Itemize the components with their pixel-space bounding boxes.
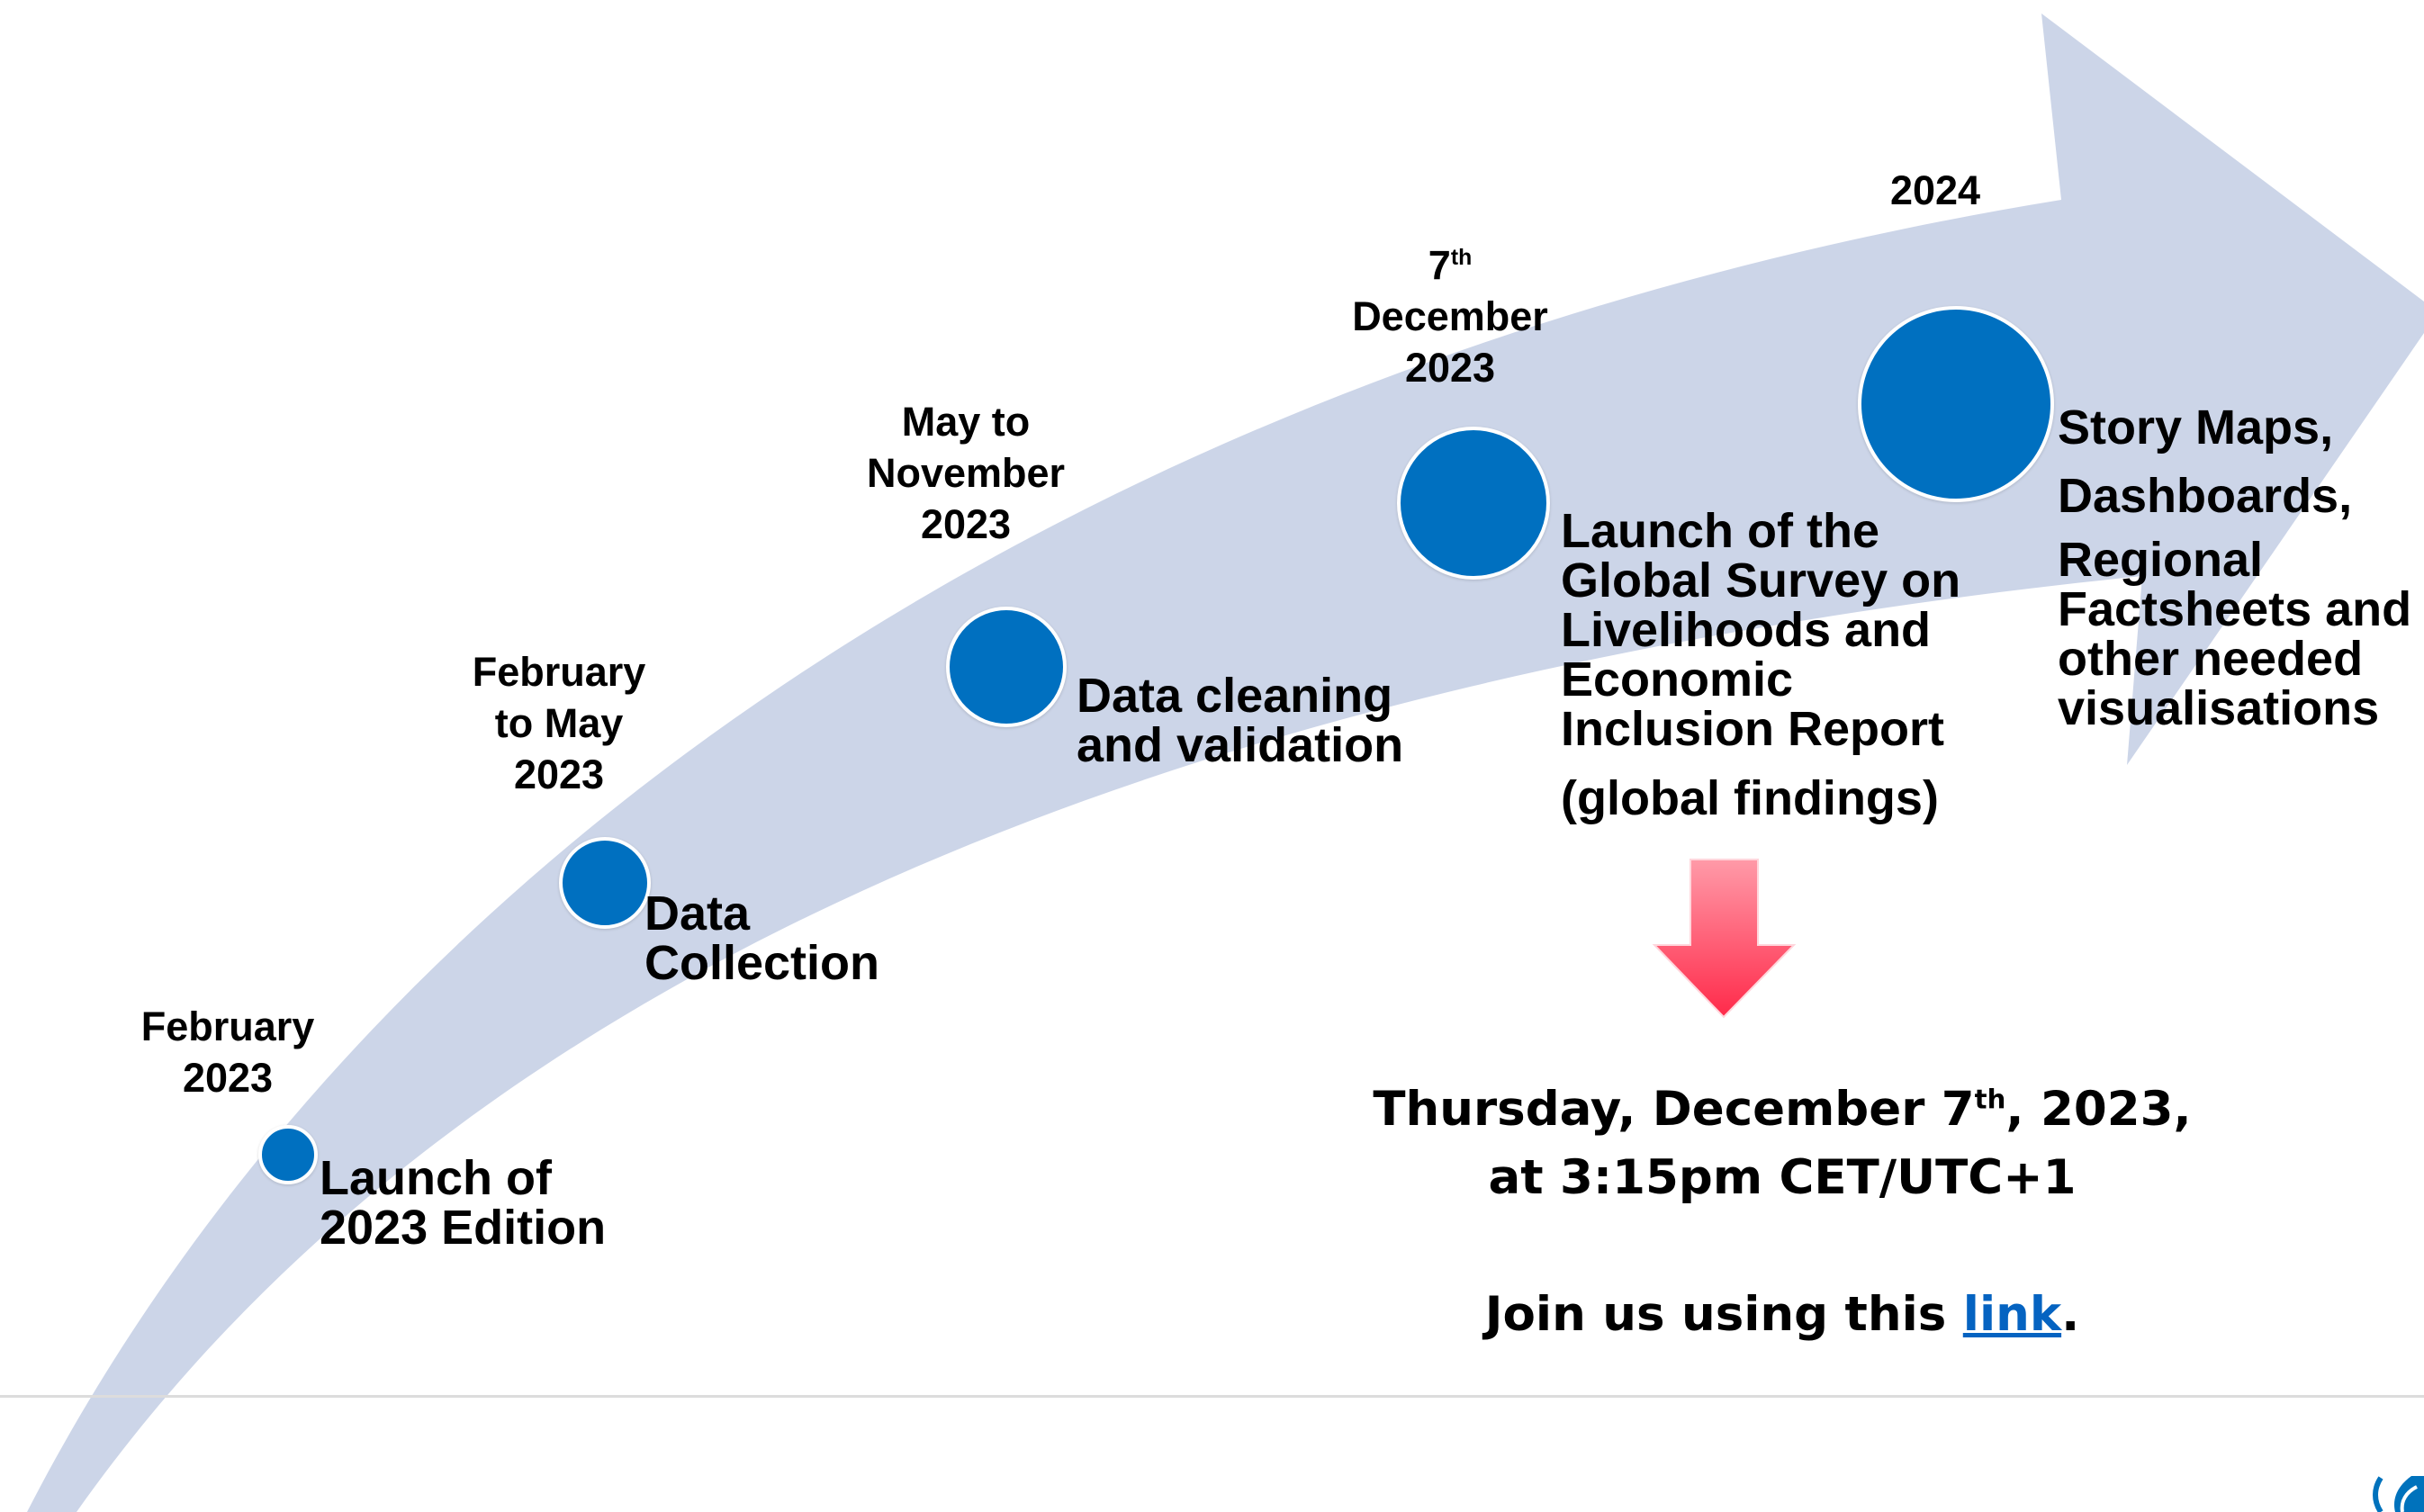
date-suffix: th: [1450, 246, 1473, 270]
milestone-label-global-survey-launch: Launch of the Global Survey on Livelihoo…: [1561, 507, 1960, 824]
event-date-year: , 2023,: [2005, 1082, 2192, 1137]
milestone-dot-data-cleaning: [946, 607, 1067, 727]
step-line: Economic: [1561, 652, 1794, 706]
date-line: 2023: [1404, 345, 1496, 391]
milestone-date-data-cleaning: May to November 2023: [831, 396, 1101, 550]
curved-arrow-shape: [27, 14, 2424, 1512]
event-join-line: Join us using this link.: [1332, 1281, 2232, 1349]
date-line: December: [1352, 293, 1548, 339]
date-line: to May: [494, 700, 624, 746]
step-line-group: Regional Factsheets and other needed vis…: [2058, 536, 2411, 734]
milestone-label-data-cleaning: Data cleaning and validation: [1077, 671, 1403, 770]
event-date-line: Thursday, December 7th, 2023,: [1332, 1076, 2232, 1144]
milestone-label-launch-2023-edition: Launch of 2023 Edition: [320, 1154, 606, 1253]
step-line: Story Maps,: [2058, 400, 2334, 454]
logo-icon: [2373, 1476, 2424, 1512]
date-line: 2023: [920, 501, 1012, 547]
step-line: visualisations: [2058, 681, 2380, 735]
step-line: Collection: [644, 936, 880, 990]
date-line: 2024: [1889, 167, 1981, 213]
milestone-dot-data-collection: [559, 837, 651, 929]
milestone-label-story-maps: Story Maps, Dashboards, Regional Factshe…: [2058, 393, 2411, 734]
date-line: 7th: [1315, 239, 1585, 291]
milestone-label-data-collection: Data Collection: [644, 889, 879, 988]
join-period: .: [2061, 1287, 2080, 1342]
milestone-dot-story-maps: [1858, 306, 2054, 502]
date-line: February: [472, 649, 646, 695]
step-line: Inclusion Report: [1561, 702, 1945, 756]
step-line: Data: [644, 886, 751, 940]
date-line: May to: [901, 399, 1031, 445]
step-line: Regional: [2058, 533, 2264, 587]
date-line: 2023: [182, 1055, 274, 1101]
milestone-date-launch-2023-edition: February 2023: [93, 1001, 363, 1103]
join-text: Join us using this: [1484, 1287, 1963, 1342]
date-line: February: [140, 1004, 315, 1049]
milestone-dot-global-survey-launch: [1397, 427, 1550, 580]
step-line: and validation: [1077, 718, 1404, 772]
step-line: Factsheets and: [2058, 582, 2412, 636]
date-line: November: [866, 450, 1066, 496]
step-line: Launch of the: [1561, 504, 1879, 558]
milestone-date-global-survey-launch: 7th December 2023: [1315, 239, 1585, 393]
milestone-dot-launch-2023-edition: [258, 1125, 318, 1184]
date-line: 2023: [513, 752, 605, 797]
step-line: Global Survey on: [1561, 554, 1961, 608]
join-link[interactable]: link: [1962, 1287, 2062, 1342]
step-line: (global findings): [1561, 771, 1939, 825]
milestone-date-data-collection: February to May 2023: [424, 646, 694, 800]
down-arrow-icon: [1652, 859, 1797, 1019]
event-time-line: at 3:15pm CET/UTC+1: [1488, 1150, 2077, 1205]
step-line: 2023 Edition: [320, 1201, 607, 1255]
event-date-suffix: th: [1974, 1084, 2006, 1115]
event-details: Thursday, December 7th, 2023, at 3:15pm …: [1332, 1076, 2232, 1349]
step-line: Livelihoods and: [1561, 603, 1932, 657]
milestone-date-story-maps: 2024: [1800, 165, 2070, 216]
footer-divider: [0, 1395, 2424, 1398]
step-line: Data cleaning: [1077, 669, 1393, 723]
step-line: Dashboards,: [2058, 469, 2353, 523]
date-day: 7: [1428, 242, 1451, 288]
step-line: other needed: [2058, 632, 2364, 686]
step-line: Launch of: [320, 1151, 552, 1205]
event-date-text: Thursday, December 7: [1373, 1082, 1975, 1137]
